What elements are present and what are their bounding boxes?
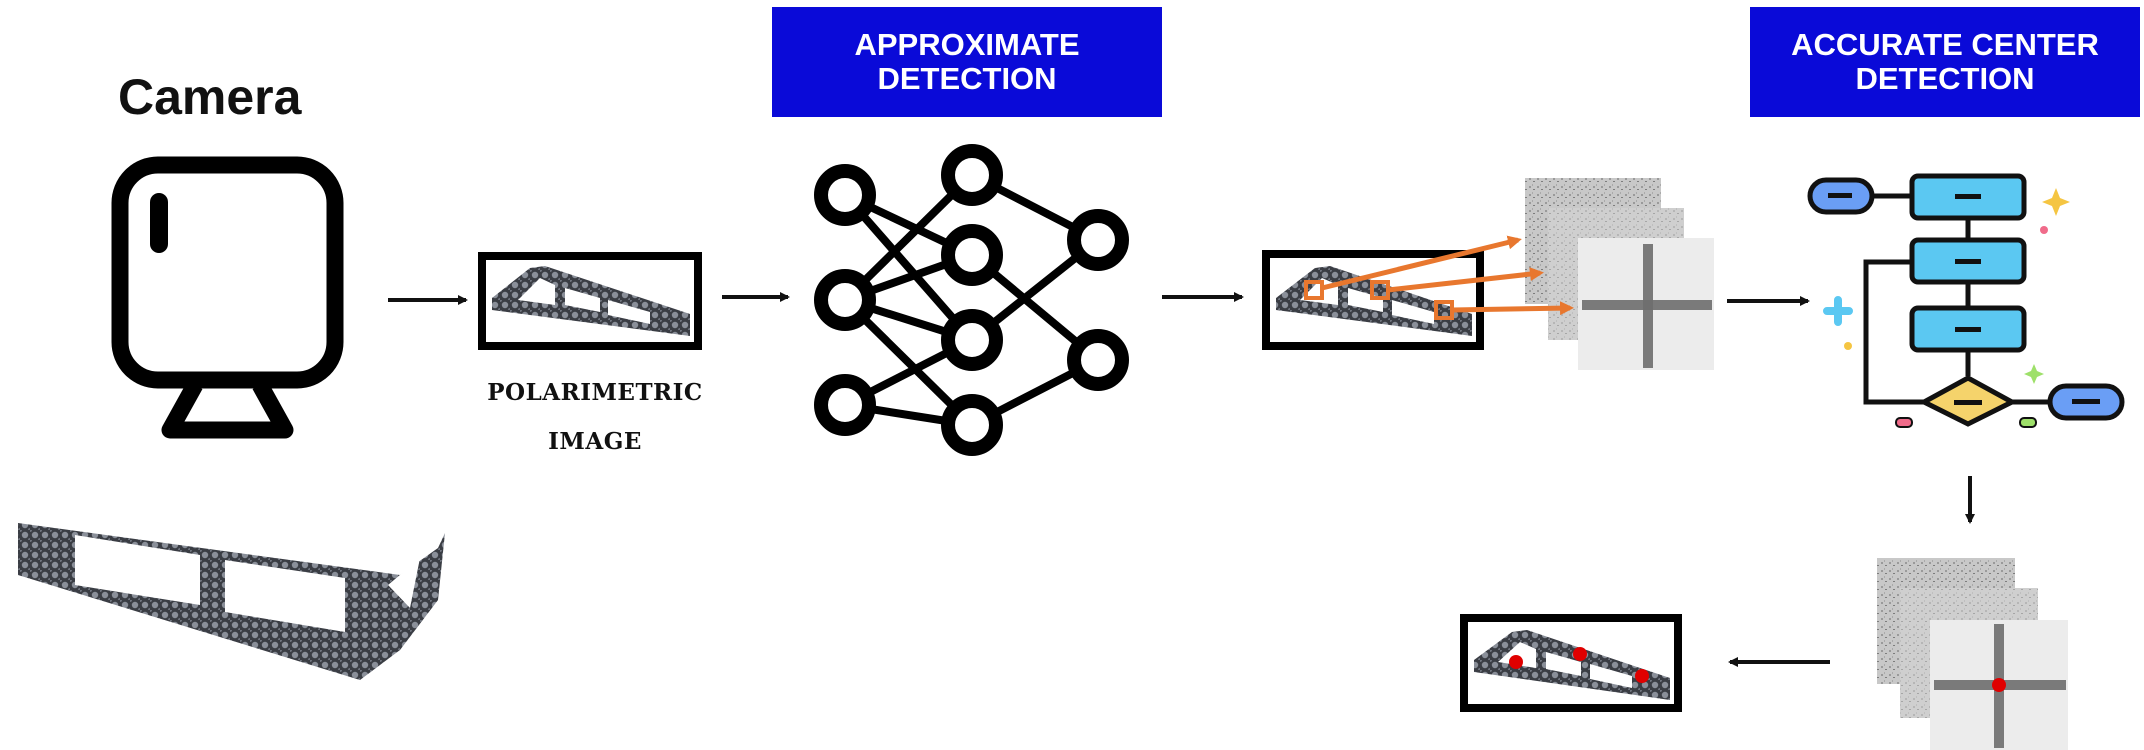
crop-patches-bottom [1877, 558, 2068, 750]
polarimetric-caption-line1: POLARIMETRIC [487, 379, 703, 406]
approximate-title-line2: DETECTION [877, 61, 1057, 96]
final-detection-image [1460, 614, 1682, 712]
approximate-title-line1: APPROXIMATE [854, 27, 1080, 62]
polarimetric-image [478, 252, 702, 350]
detection-box-1 [1304, 280, 1324, 300]
accurate-detection-header: ACCURATE CENTER DETECTION [1750, 7, 2140, 117]
camera-icon [111, 156, 344, 439]
accurate-title-line1: ACCURATE CENTER [1791, 27, 2099, 62]
highlight-arrow-1 [1321, 235, 1522, 291]
center-point-1 [1509, 655, 1523, 669]
approximate-detection-header: APPROXIMATE DETECTION [772, 7, 1162, 117]
camera-label: Camera [118, 69, 302, 125]
crop-patches-top [1525, 178, 1714, 370]
flowchart-icon [1807, 173, 2125, 428]
neural-network-icon [814, 144, 1129, 456]
approximate-detection-image [1262, 250, 1484, 350]
accurate-title-line2: DETECTION [1855, 61, 2035, 96]
center-point-2 [1573, 647, 1587, 661]
center-point-3 [1635, 669, 1649, 683]
polarimetric-caption: POLARIMETRIC IMAGE [470, 368, 720, 466]
carbon-part-image [18, 523, 445, 680]
highlight-arrow-3 [1451, 301, 1574, 316]
highlight-arrow-2 [1387, 267, 1544, 293]
center-marker [1992, 678, 2006, 692]
polarimetric-caption-line2: IMAGE [548, 428, 642, 455]
